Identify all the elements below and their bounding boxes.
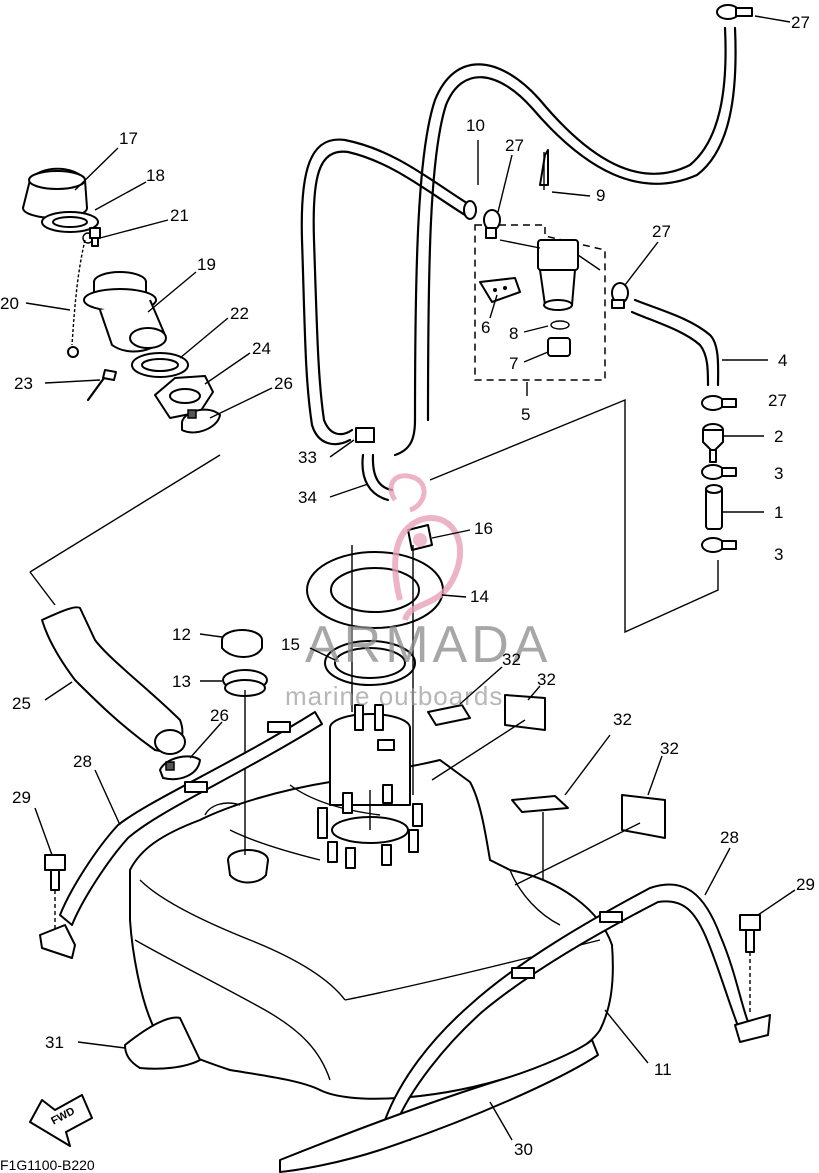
callout-label: 12: [172, 625, 191, 644]
callout-label: 24: [252, 339, 271, 358]
cap-12: [221, 629, 263, 658]
ring-13: [222, 669, 268, 697]
callout-label: 29: [12, 788, 31, 807]
rivet-23: [86, 369, 117, 402]
callout-label: 32: [537, 670, 556, 689]
callout-label: 8: [509, 324, 518, 343]
watermark-brand: ARMADA: [305, 616, 551, 674]
fwd-arrow-icon: FWD: [29, 1094, 93, 1147]
callout-label: 9: [596, 186, 605, 205]
callout-label: 5: [521, 405, 530, 424]
screw-21: [89, 227, 101, 247]
callout-label: 4: [778, 351, 787, 370]
joint-2: [702, 423, 724, 463]
strap-34: [361, 453, 394, 502]
callout-label: 3: [774, 464, 783, 483]
callout-label: 30: [514, 1140, 533, 1159]
bolt-29-right: [739, 914, 761, 953]
callout-label: 10: [466, 116, 485, 135]
hose-clip-27-right: [611, 282, 629, 309]
pad-31: [124, 1016, 201, 1070]
filler-neck-19: [83, 271, 167, 353]
gasket-22: [131, 352, 189, 378]
callout-label: 32: [613, 710, 632, 729]
callout-label: 19: [197, 255, 216, 274]
callout-label: 6: [481, 318, 490, 337]
callout-label: 28: [73, 752, 92, 771]
hose-1: [705, 484, 723, 530]
watermark-logo-icon: [388, 473, 463, 622]
callout-label: 25: [12, 694, 31, 713]
callout-label: 11: [654, 1060, 672, 1079]
callout-label: 26: [210, 706, 229, 725]
callout-label: 32: [660, 739, 679, 758]
hose-clip-3-lower: [701, 537, 737, 553]
callout-label: 20: [0, 294, 19, 313]
callout-label: 28: [720, 828, 739, 847]
clamp-26-upper: [181, 408, 221, 434]
hose-clip-27-lower: [701, 395, 737, 411]
callout-label: 32: [502, 650, 521, 669]
callout-label: 13: [172, 672, 191, 691]
sender-studs: [317, 784, 423, 869]
strap-28-right: [377, 883, 771, 1141]
callout-label: 34: [298, 488, 317, 507]
fuel-hose-4: [630, 298, 720, 387]
callout-label: 27: [505, 136, 524, 155]
strap-28-left: [39, 711, 323, 959]
bolt-29-left: [44, 854, 66, 891]
callout-label: 31: [45, 1033, 64, 1052]
callout-label: 27: [652, 222, 671, 241]
diagram-code: F1G1100-B220: [0, 1157, 95, 1173]
vent-hose-long: [393, 26, 737, 457]
hose-clip-27-left: [483, 209, 501, 239]
watermark-tagline: marine outboards: [285, 681, 503, 711]
filler-hose-25: [41, 606, 186, 755]
callout-label: 22: [230, 304, 249, 323]
callout-labels: 27 10 27 9 27 17 18 21 19 20 22 24 23 26…: [0, 13, 815, 1159]
callout-label: 15: [281, 635, 300, 654]
filler-port: [204, 802, 269, 884]
callout-label: 33: [298, 448, 317, 467]
pad-30: [279, 1039, 599, 1173]
callout-label: 3: [774, 545, 783, 564]
callout-label: 26: [274, 374, 293, 393]
grommet-33: [355, 427, 375, 443]
callout-label: 18: [146, 166, 165, 185]
callout-label: 2: [774, 427, 783, 446]
filler-cap-17: [22, 167, 88, 219]
callout-label: 29: [796, 875, 815, 894]
clamp-26-lower: [159, 755, 201, 780]
callout-label: 1: [774, 503, 783, 522]
callout-label: 27: [791, 13, 810, 32]
hose-clip-27-top: [716, 4, 753, 20]
hose-clip-3-upper: [701, 464, 737, 480]
fuel-filter-assembly: [474, 149, 606, 381]
callout-label: 21: [170, 206, 189, 225]
callout-label: 7: [509, 354, 518, 373]
vent-hose-10: [300, 138, 477, 446]
callout-label: 23: [14, 374, 33, 393]
pads-32: [427, 694, 666, 839]
callout-label: 16: [474, 519, 493, 538]
nut-24: [154, 375, 214, 419]
gasket-18: [41, 211, 99, 233]
callout-label: 27: [768, 391, 787, 410]
callout-label: 17: [119, 129, 138, 148]
fuel-tank-11: [129, 759, 614, 1100]
callout-label: 14: [470, 587, 489, 606]
